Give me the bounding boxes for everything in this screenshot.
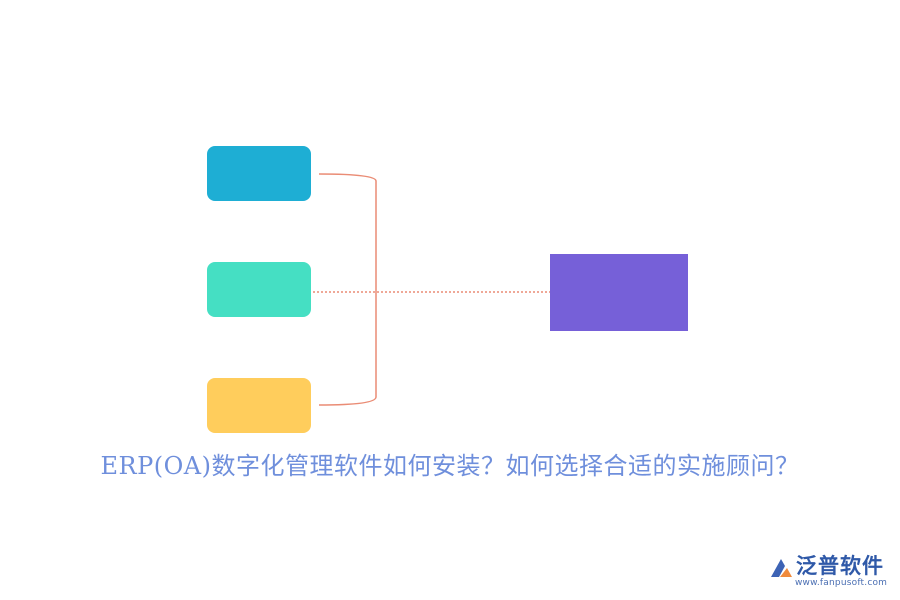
diagram-node-middle [207,262,311,317]
brand-name: 泛普软件 [796,554,884,578]
brand-logo: 泛普软件 www.fanpusoft.com [768,552,894,590]
brand-url: www.fanpusoft.com [795,578,888,588]
bracket-connector [318,173,377,406]
diagram-node-top [207,146,311,201]
diagram-caption: ERP(OA)数字化管理软件如何安装？如何选择合适的实施顾问？ [100,452,800,480]
diagram-node-bottom [207,378,311,433]
diagram-node-target [550,254,688,331]
fanpu-logo-icon [771,559,792,577]
